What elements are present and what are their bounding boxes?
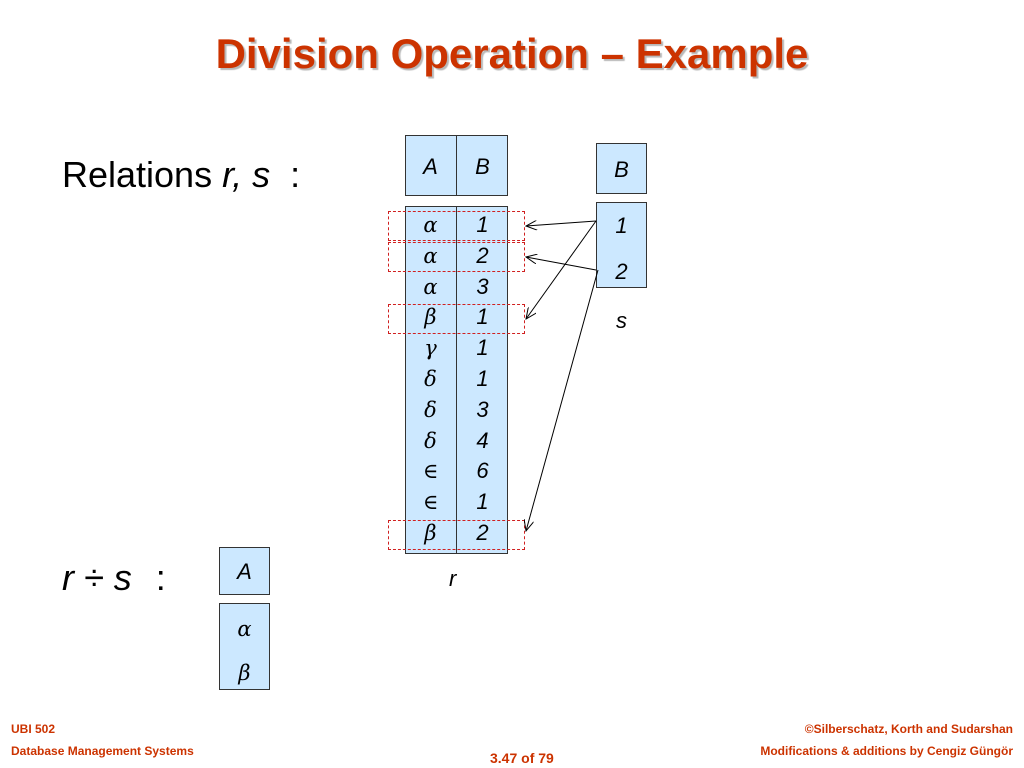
- r-header-b: B: [475, 154, 490, 179]
- footer-course-code: UBI 502: [11, 722, 56, 736]
- r-cell-b: 1: [476, 335, 489, 360]
- highlight-row-alpha-2: [388, 242, 525, 272]
- s-row-2: 2: [615, 259, 628, 284]
- result-header-a: A: [237, 559, 252, 584]
- r-cell-a: γ: [424, 336, 437, 360]
- r-cell-a: α: [423, 213, 438, 237]
- division-expression: r ÷ s: [62, 557, 132, 598]
- r-cell-b: 1: [476, 489, 489, 514]
- highlight-row-beta-2: [388, 520, 525, 550]
- r-cell-b: 3: [476, 274, 489, 299]
- r-cell-a: δ: [424, 398, 437, 422]
- r-cell-a: β: [424, 521, 437, 545]
- r-cell-b: 1: [476, 366, 489, 391]
- r-cell-b: 3: [476, 397, 489, 422]
- r-header-divider: [456, 135, 457, 196]
- arrow-2-to-alpha-2: [526, 257, 597, 271]
- r-body-divider: [456, 206, 457, 554]
- r-cell-b: 1: [476, 212, 489, 237]
- footer-course-name: Database Management Systems: [11, 744, 194, 758]
- s-header-box: [596, 143, 647, 194]
- relations-label: Relations r, s :: [62, 154, 300, 196]
- r-caption: r: [449, 566, 457, 591]
- division-colon: :: [155, 557, 166, 598]
- result-body-box: [219, 603, 270, 690]
- r-cell-a: α: [423, 275, 438, 299]
- relations-word: Relations: [62, 154, 213, 195]
- relations-colon: :: [290, 154, 301, 195]
- highlight-row-beta-1: [388, 304, 525, 334]
- slide-title: Division Operation – Example: [215, 30, 809, 77]
- result-header-box: [219, 547, 270, 595]
- r-cell-b: 2: [476, 520, 489, 545]
- r-cell-a: α: [423, 244, 438, 268]
- r-cell-b: 4: [476, 428, 489, 453]
- r-cell-a: ∈: [422, 490, 439, 514]
- s-header-b: B: [614, 157, 629, 182]
- footer-page-number: 3.47 of 79: [490, 750, 554, 766]
- r-cell-a: ∈: [422, 459, 439, 483]
- r-header-a: A: [423, 154, 438, 179]
- r-cell-b: 1: [476, 304, 489, 329]
- s-row-1: 1: [615, 213, 628, 238]
- r-cell-a: δ: [424, 429, 437, 453]
- arrow-1-to-beta-1: [526, 220, 597, 319]
- arrow-2-to-beta-2: [526, 269, 599, 531]
- division-label: r ÷ s :: [62, 557, 166, 599]
- result-row-2: β: [238, 661, 251, 685]
- relations-vars: r, s: [222, 154, 271, 195]
- s-caption: s: [616, 308, 627, 333]
- footer-modifications: Modifications & additions by Cengiz Güng…: [760, 744, 1013, 758]
- footer-copyright: ©Silberschatz, Korth and Sudarshan: [804, 722, 1013, 736]
- result-row-1: α: [237, 617, 252, 641]
- highlight-row-alpha-1: [388, 211, 525, 241]
- r-cell-a: δ: [424, 367, 437, 391]
- r-cell-a: β: [424, 305, 437, 329]
- arrow-1-to-alpha-1: [526, 221, 597, 226]
- s-body-box: [596, 202, 647, 288]
- r-cell-b: 6: [476, 458, 489, 483]
- r-cell-b: 2: [476, 243, 489, 268]
